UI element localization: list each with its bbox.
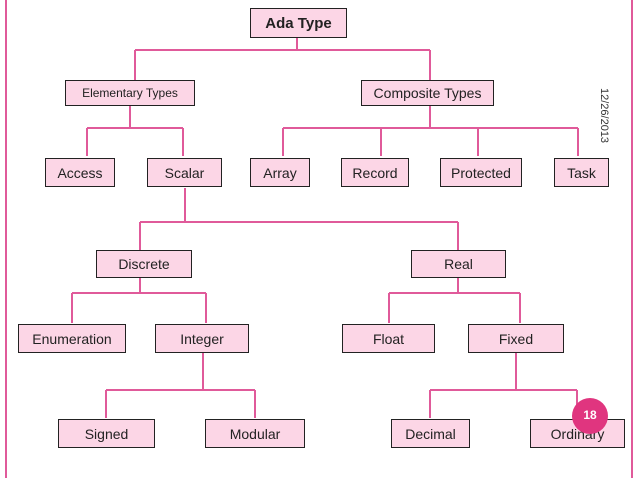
connector-root [134, 37, 431, 80]
connector-composite [282, 106, 579, 156]
connector-elementary [86, 106, 184, 156]
connector-discrete [71, 278, 207, 323]
node-task: Task [554, 158, 609, 187]
node-signed: Signed [58, 419, 155, 448]
connector-scalar [139, 188, 459, 250]
node-scalar: Scalar [147, 158, 222, 187]
node-composite-types: Composite Types [361, 80, 494, 106]
node-integer: Integer [155, 324, 249, 353]
node-discrete: Discrete [96, 250, 192, 278]
page-number-badge: 18 [572, 398, 608, 434]
node-ada-type: Ada Type [250, 8, 347, 38]
slide-border-right [631, 0, 633, 478]
node-enumeration: Enumeration [18, 324, 126, 353]
node-fixed: Fixed [468, 324, 564, 353]
node-modular: Modular [205, 419, 305, 448]
connector-integer [105, 353, 256, 418]
node-record: Record [341, 158, 409, 187]
slide-border-left [5, 0, 7, 478]
node-decimal: Decimal [391, 419, 470, 448]
node-elementary-types: Elementary Types [65, 80, 195, 106]
node-float: Float [342, 324, 435, 353]
page-number: 18 [583, 408, 597, 422]
node-ordinary: Ordinary [530, 419, 625, 448]
node-access: Access [45, 158, 115, 187]
connector-fixed [429, 353, 578, 418]
node-protected: Protected [440, 158, 522, 187]
slide-date: 12/26/2013 [598, 88, 610, 144]
node-real: Real [411, 250, 506, 278]
connector-real [388, 278, 521, 323]
node-array: Array [250, 158, 310, 187]
